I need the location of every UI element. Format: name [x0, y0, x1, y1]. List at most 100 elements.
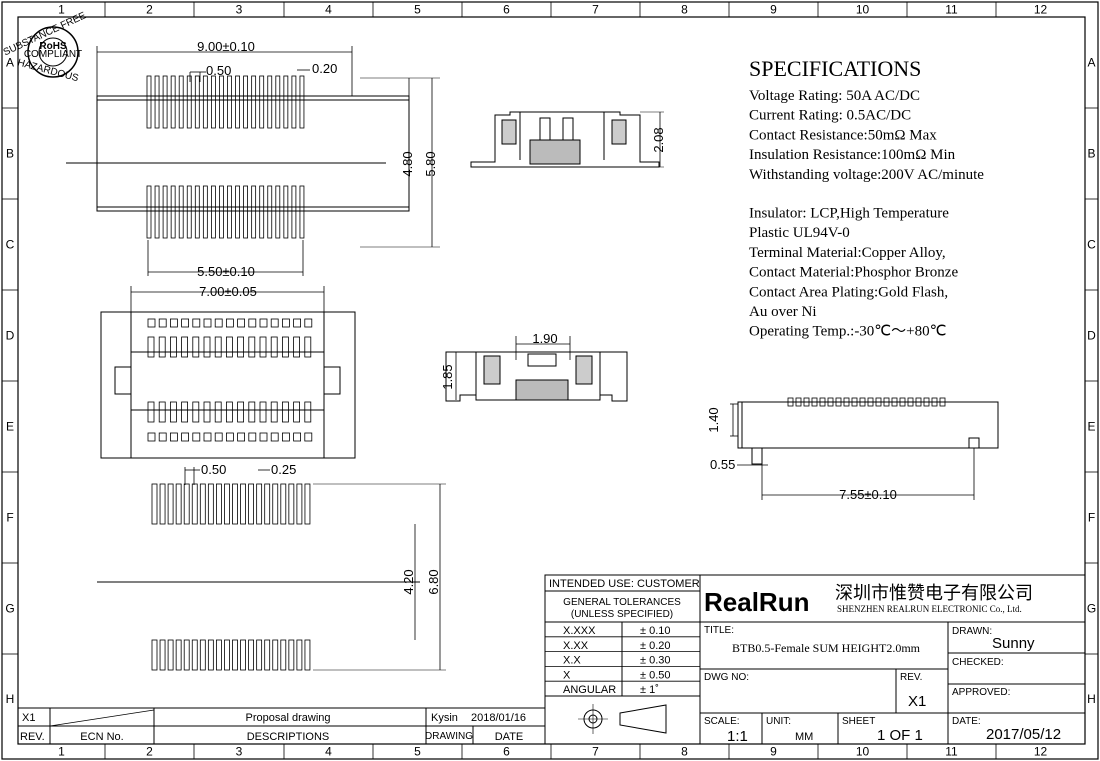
pin	[194, 185, 200, 239]
dim-pad-pitch: 0.50	[201, 462, 226, 477]
pin	[251, 75, 257, 129]
dim-section-height: 2.08	[651, 127, 666, 152]
unit-label: UNIT:	[766, 716, 791, 727]
pin	[147, 401, 155, 423]
pin	[225, 432, 234, 442]
pin	[803, 397, 810, 407]
pin	[787, 397, 794, 407]
pin	[270, 318, 279, 328]
tolerance-value: ± 0.50	[640, 669, 671, 681]
pin	[175, 483, 182, 525]
pin	[795, 397, 802, 407]
revision-row-drawing: Kysin	[431, 712, 458, 724]
zone-row-label: C	[1087, 238, 1096, 252]
desc-header: DESCRIPTIONS	[247, 731, 330, 743]
title-value: BTB0.5-Female SUM HEIGHT2.0mm	[732, 641, 921, 655]
zone-col-label: 8	[681, 745, 688, 759]
pin	[147, 432, 156, 442]
pin	[154, 185, 160, 239]
pin	[235, 75, 240, 129]
side-view: 1.40 0.55 7.55±0.10	[706, 397, 999, 502]
pin	[225, 318, 234, 328]
pin	[827, 397, 834, 407]
pin	[923, 397, 930, 407]
zone-col-label: 2	[146, 745, 153, 759]
spec-line: Operating Temp.:-30℃～+80℃	[749, 324, 946, 340]
pin	[270, 336, 278, 358]
drawn-value: Sunny	[992, 635, 1035, 652]
dim-top-width: 9.00±0.10	[197, 39, 255, 54]
zone-col-label: 11	[945, 745, 958, 759]
tolerance-value: ± 0.30	[640, 655, 671, 667]
revision-row-date: 2018/01/16	[471, 712, 526, 724]
tolerance-key: X	[563, 669, 571, 681]
pin	[169, 401, 177, 423]
spec-line: Withstanding voltage:200V AC/minute	[749, 167, 984, 183]
pin	[304, 639, 311, 671]
pin	[199, 639, 206, 671]
pin	[192, 336, 200, 358]
pin	[267, 185, 273, 239]
pin	[283, 185, 289, 239]
spec-line: Contact Material:Phosphor Bronze	[749, 265, 958, 281]
pin	[224, 639, 230, 671]
pin	[243, 185, 249, 239]
zone-row-label: H	[6, 692, 15, 706]
dim-pad-width: 0.25	[271, 462, 296, 477]
date-label: DATE:	[952, 716, 981, 727]
pin	[202, 75, 208, 129]
pin	[248, 401, 256, 423]
pin	[158, 318, 167, 328]
pin	[203, 336, 211, 358]
dim-top-span: 5.50±0.10	[197, 264, 255, 279]
pin	[192, 318, 201, 328]
dim-top-outer-height: 5.80	[423, 151, 438, 176]
pin	[283, 75, 289, 129]
pin	[210, 185, 216, 239]
spec-line: Terminal Material:Copper Alloy,	[749, 245, 946, 261]
pin	[281, 318, 290, 328]
top-view-pins-upper	[146, 75, 305, 129]
pin	[259, 432, 268, 442]
pin	[186, 75, 192, 129]
zone-col-label: 4	[325, 3, 332, 17]
pin	[907, 397, 914, 407]
date-header: DATE	[495, 731, 524, 743]
pin	[304, 401, 312, 423]
rev-label: REV.	[900, 672, 922, 683]
pin	[272, 483, 279, 525]
pin	[293, 336, 301, 358]
dim-pad-inner: 4.20	[401, 569, 416, 594]
pin	[835, 397, 842, 407]
pin	[304, 432, 313, 442]
zone-col-label: 1	[58, 3, 65, 17]
pin	[147, 336, 155, 358]
pin	[299, 75, 305, 129]
pin	[237, 401, 245, 423]
pin	[191, 639, 198, 671]
pin	[883, 397, 890, 407]
specifications-block: SPECIFICATIONS Voltage Rating: 50A AC/DC…	[749, 56, 984, 340]
zone-row-label: B	[6, 147, 14, 161]
pin	[299, 185, 305, 239]
tolerance-value: ± 0.10	[640, 625, 671, 637]
tolerance-key: X.XX	[563, 640, 589, 652]
pin	[237, 318, 246, 328]
pin	[175, 639, 182, 671]
pin	[293, 318, 302, 328]
zone-row-label: D	[1087, 329, 1096, 343]
pin	[215, 483, 222, 525]
top-view: 9.00±0.10 0.50 0.20 4.80 5.80 5.50±0.10	[66, 39, 440, 279]
pin	[219, 75, 224, 129]
pin	[214, 336, 222, 358]
pin	[281, 432, 290, 442]
pin	[227, 75, 232, 129]
dim-side-height: 1.40	[706, 407, 721, 432]
spec-line: Contact Area Plating:Gold Flash,	[749, 284, 948, 300]
pin	[304, 318, 313, 328]
pin	[158, 401, 166, 423]
pin	[243, 75, 249, 129]
rohs-badge-icon: RoHS COMPLIANT SUBSTANCE FREE HAZARDOUS	[2, 10, 88, 84]
pin	[214, 401, 222, 423]
